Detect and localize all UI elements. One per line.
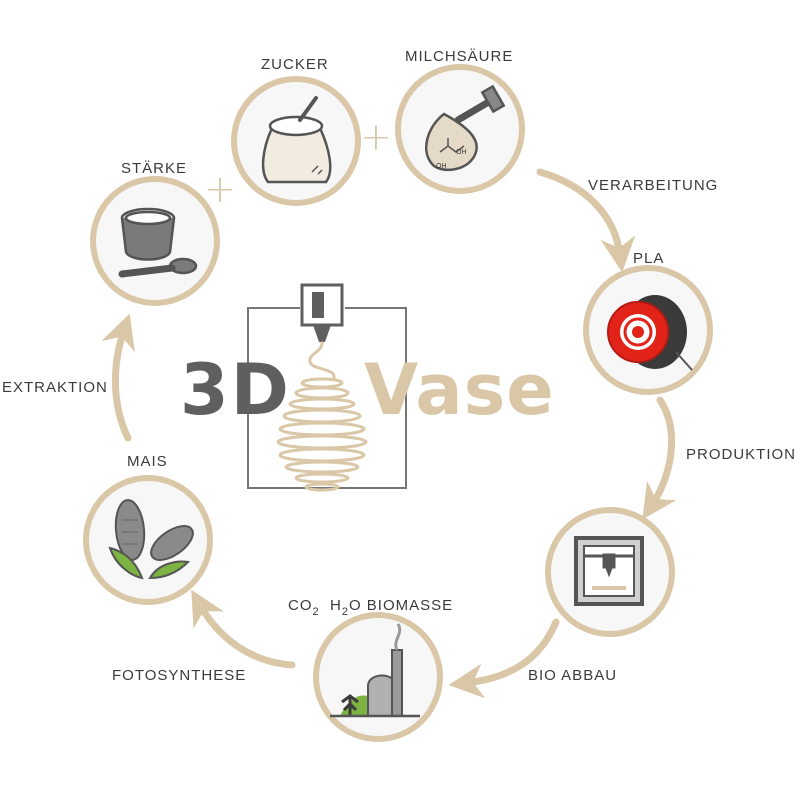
oh-label-top: OH <box>456 149 467 156</box>
starch-bowl-spoon-icon <box>118 207 198 278</box>
label-mais: MAIS <box>127 453 168 470</box>
plus-sign-2: + <box>360 115 392 159</box>
arrow-verarbeitung <box>536 168 636 273</box>
plus-sign-1: + <box>204 167 236 211</box>
h2o-subscript: 2 <box>341 606 349 618</box>
label-staerke: STÄRKE <box>121 160 188 177</box>
label-extraktion: EXTRAKTION <box>2 379 108 396</box>
corn-cobs-icon <box>108 499 194 580</box>
label-biomasse: CO2 H2O BIOMASSE <box>288 597 454 618</box>
h2o-text: H <box>329 597 342 614</box>
label-zucker: ZUCKER <box>261 56 329 73</box>
label-milchsaeure: MILCHSÄURE <box>405 48 514 65</box>
3d-printer-icon <box>574 536 644 606</box>
oh-label-bottom: OH <box>436 163 447 170</box>
label-fotosynthese: FOTOSYNTHESE <box>112 667 247 684</box>
arrow-bio-abbau <box>448 618 560 699</box>
label-pla: PLA <box>633 250 665 267</box>
label-produktion: PRODUKTION <box>686 446 797 463</box>
biogas-plant-icon <box>330 623 420 718</box>
label-bio-abbau: BIO ABBAU <box>528 667 618 684</box>
biomasse-text: O BIOMASSE <box>348 597 454 614</box>
arrow-produktion <box>642 396 677 520</box>
center-logo-frame <box>247 307 407 489</box>
logo-3d: 3D <box>180 349 291 431</box>
vase-spiral-icon <box>276 341 368 492</box>
printer-head-icon <box>300 283 344 342</box>
sugar-sack-icon <box>261 96 332 184</box>
label-verarbeitung: VERARBEITUNG <box>588 177 719 194</box>
co2-subscript: 2 <box>312 606 320 618</box>
logo-vase: Vase <box>364 349 555 431</box>
arrow-fotosynthese <box>191 589 296 669</box>
lactic-acid-pipette-icon <box>425 84 506 172</box>
co2-text: CO <box>288 597 313 614</box>
filament-spool-icon <box>607 295 693 371</box>
arrow-extraktion <box>101 313 135 442</box>
